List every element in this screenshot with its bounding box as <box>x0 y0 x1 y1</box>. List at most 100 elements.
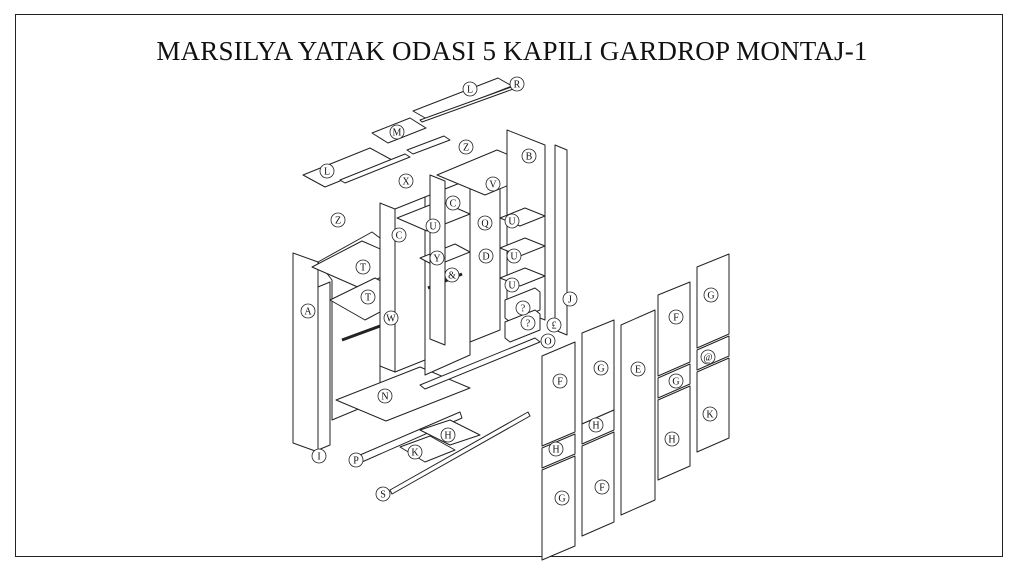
part-label-text: O <box>544 337 551 348</box>
part-label-text: L <box>324 167 330 178</box>
part-label: K <box>407 444 423 460</box>
part-label: B <box>521 148 537 164</box>
part-label-circle <box>562 291 578 307</box>
part-label-circle <box>330 212 346 228</box>
part-label: G <box>593 360 609 376</box>
part-label-circle <box>554 490 570 506</box>
part-label-circle <box>458 139 474 155</box>
part-label: R <box>509 76 525 92</box>
part-label-circle <box>520 315 536 331</box>
part-label: A <box>300 303 316 319</box>
part-label-circle <box>300 303 316 319</box>
part-label-circle <box>594 479 610 495</box>
part-label: G <box>554 490 570 506</box>
part-label-circle <box>319 163 335 179</box>
part-label-text: K <box>706 410 714 421</box>
part-label-circle <box>398 173 414 189</box>
part-label-text: ? <box>526 319 531 330</box>
part-label-text: H <box>592 421 599 432</box>
door-f-upper-left <box>541 341 576 447</box>
part-label-circle <box>383 310 399 326</box>
part-label: V <box>485 176 501 192</box>
part-label-text: & <box>448 271 456 282</box>
part-label-text: C <box>396 231 403 242</box>
part-label: ? <box>515 300 531 316</box>
mirror-door-e <box>620 309 656 516</box>
part-label-text: D <box>482 252 489 263</box>
part-label-text: U <box>508 217 516 228</box>
part-label-circle <box>546 317 562 333</box>
part-label-circle <box>462 81 478 97</box>
part-label: F <box>668 309 684 325</box>
part-label-circle <box>375 486 391 502</box>
part-label: S <box>375 486 391 502</box>
part-label: T <box>360 289 376 305</box>
part-label-circle <box>509 76 525 92</box>
part-label-circle <box>664 431 680 447</box>
part-label-text: M <box>393 128 402 139</box>
part-label-text: E <box>635 365 641 376</box>
part-label-circle <box>478 248 494 264</box>
part-label-circle <box>588 417 604 433</box>
part-label: Q <box>477 215 493 231</box>
part-label-circle <box>429 250 445 266</box>
part-label-circle <box>407 444 423 460</box>
part-label: E <box>630 361 646 377</box>
part-label-text: N <box>381 392 388 403</box>
part-label-circle <box>485 176 501 192</box>
edge-strip-j <box>554 144 568 336</box>
diagram-title: MARSILYA YATAK ODASI 5 KAPILI GARDROP MO… <box>156 36 868 66</box>
part-label: T <box>355 259 371 275</box>
part-label: U <box>425 218 441 234</box>
plinth-o <box>419 337 541 390</box>
part-label: N <box>377 388 393 404</box>
part-label-circle <box>668 373 684 389</box>
part-label: Z <box>330 212 346 228</box>
part-label-circle <box>593 360 609 376</box>
part-label-text: T <box>360 263 366 274</box>
part-label-text: G <box>558 494 565 505</box>
part-label: Y <box>429 250 445 266</box>
part-label-text: V <box>489 180 497 191</box>
part-label: L <box>462 81 478 97</box>
part-label-circle <box>506 248 522 264</box>
part-label-circle <box>311 448 327 464</box>
part-label-circle <box>668 309 684 325</box>
part-label-circle <box>630 361 646 377</box>
part-label-text: T <box>365 293 371 304</box>
part-label-circle <box>391 227 407 243</box>
edge-strip-i <box>317 281 331 451</box>
part-label-circle <box>360 289 376 305</box>
part-label-text: A <box>304 307 312 318</box>
part-label-text: H <box>668 435 675 446</box>
door-at-lower-right <box>696 357 730 453</box>
part-label-text: F <box>673 313 679 324</box>
top-panel-l-right <box>412 77 513 120</box>
part-label: I <box>311 448 327 464</box>
part-label-text: C <box>450 199 457 210</box>
part-label-circle <box>355 259 371 275</box>
part-label-circle <box>548 441 564 457</box>
part-label: H <box>664 431 680 447</box>
diagram-frame <box>15 14 1003 557</box>
part-label: C <box>445 195 461 211</box>
part-label-text: L <box>467 85 473 96</box>
door-g-lower-left <box>541 455 576 561</box>
part-label-text: I <box>317 452 320 463</box>
part-label-text: B <box>526 152 533 163</box>
part-label: M <box>389 124 405 140</box>
part-label: D <box>478 248 494 264</box>
part-label-circle <box>703 287 719 303</box>
part-label-text: K <box>411 448 419 459</box>
part-label-circle <box>444 267 460 283</box>
part-label: G <box>668 373 684 389</box>
part-label-text: Y <box>433 254 440 265</box>
part-label-text: H <box>444 431 451 442</box>
part-label: P <box>348 452 364 468</box>
part-label-text: U <box>508 281 516 292</box>
top-strip-2 <box>339 153 411 184</box>
side-panel-a <box>292 252 319 453</box>
part-label-circle <box>515 300 531 316</box>
part-label-text: @ <box>703 353 712 364</box>
part-label-text: R <box>514 80 521 91</box>
